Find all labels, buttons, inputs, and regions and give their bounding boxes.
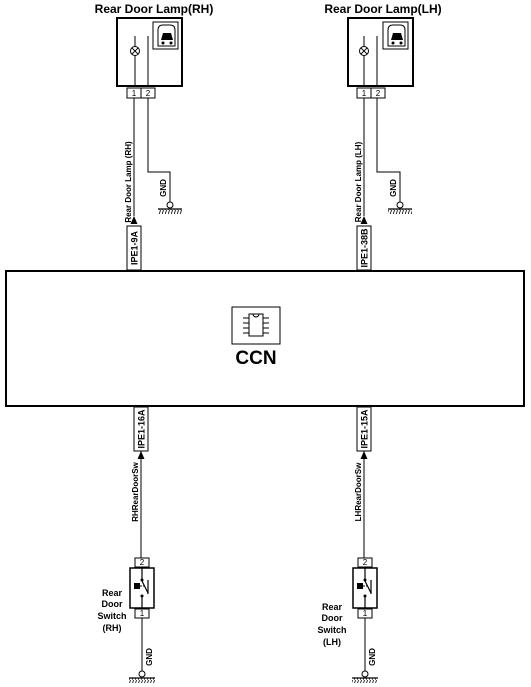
ground-icon	[388, 201, 412, 214]
lamp-rh-pin-block: 1 2	[126, 87, 156, 99]
svg-text:1: 1	[140, 609, 145, 618]
connector-ipe1-9a: IPE1-9A	[126, 225, 142, 271]
switch-lh-ground-label: GND	[368, 648, 377, 666]
arrow-up-icon	[130, 216, 138, 224]
rear-door-switch-rh: IPE1-16A RHRearDoorSw 2 1 Rear Door	[97, 406, 155, 683]
svg-text:2: 2	[363, 558, 368, 567]
svg-text:IPE1-38B: IPE1-38B	[360, 228, 370, 268]
svg-text:2: 2	[140, 558, 145, 567]
svg-text:2: 2	[146, 89, 151, 98]
svg-text:1: 1	[132, 89, 137, 98]
lamp-rh-ground-label: GND	[159, 179, 168, 197]
arrow-up-icon	[360, 216, 368, 224]
switch-icon	[357, 568, 372, 608]
ccn-module: CCN	[5, 270, 525, 407]
ground-icon	[352, 670, 378, 683]
svg-text:2: 2	[376, 89, 381, 98]
svg-text:Rear: Rear	[102, 588, 123, 598]
svg-text:IPE1-9A: IPE1-9A	[130, 230, 140, 265]
lamp-lh-housing	[347, 17, 414, 87]
switch-rh-wire-label: RHRearDoorSw	[131, 461, 140, 521]
rear-door-lamp-rh: Rear Door Lamp(RH) 1 2 Rear Door Lamp (R…	[95, 2, 214, 271]
svg-text:(RH): (RH)	[103, 623, 122, 633]
svg-text:1: 1	[362, 89, 367, 98]
rear-door-lamp-lh: Rear Door Lamp(LH) 1 2 Rear Door Lamp (L…	[324, 2, 442, 271]
switch-lh-label: Rear Door Switch (LH)	[317, 602, 346, 647]
bulb-icon	[130, 46, 140, 56]
car-door-icon	[152, 21, 179, 50]
lamp-lh-ground-label: GND	[389, 179, 398, 197]
svg-text:Door: Door	[102, 599, 123, 609]
lamp-rh-housing	[116, 17, 183, 87]
lamp-lh-ground-wire	[376, 98, 401, 202]
lamp-lh-title: Rear Door Lamp(LH)	[324, 2, 441, 16]
car-door-icon	[382, 21, 409, 50]
bulb-icon	[359, 46, 369, 56]
lamp-rh-ground-wire	[147, 98, 171, 202]
lamp-rh-wire-label: Rear Door Lamp (RH)	[124, 141, 133, 223]
ground-icon	[158, 201, 182, 214]
lamp-lh-wire-label: Rear Door Lamp (LH)	[354, 141, 363, 222]
svg-text:IPE1-15A: IPE1-15A	[360, 409, 370, 449]
svg-text:Door: Door	[322, 613, 343, 623]
switch-lh-wire-label: LHRearDoorSw	[354, 462, 363, 521]
switch-lh-body: 2 1	[352, 557, 378, 619]
connector-ipe1-16a: IPE1-16A	[133, 406, 149, 452]
svg-text:IPE1-16A: IPE1-16A	[137, 409, 147, 449]
ground-icon	[129, 670, 155, 683]
svg-text:Rear: Rear	[322, 602, 343, 612]
connector-ipe1-15a: IPE1-15A	[356, 406, 372, 452]
svg-text:(LH): (LH)	[323, 637, 341, 647]
svg-text:1: 1	[363, 609, 368, 618]
svg-text:Switch: Switch	[317, 625, 346, 635]
switch-rh-body: 2 1	[129, 557, 155, 619]
switch-icon	[134, 568, 149, 608]
switch-rh-label: Rear Door Switch (RH)	[97, 588, 126, 633]
switch-rh-ground-label: GND	[145, 648, 154, 666]
ccn-label: CCN	[235, 348, 276, 369]
chip-icon	[231, 306, 281, 345]
lamp-rh-title: Rear Door Lamp(RH)	[95, 2, 214, 16]
svg-text:Switch: Switch	[97, 611, 126, 621]
connector-ipe1-38b: IPE1-38B	[356, 225, 372, 271]
rear-door-switch-lh: IPE1-15A LHRearDoorSw 2 1 Rear Door	[317, 406, 378, 683]
lamp-lh-pin-block: 1 2	[356, 87, 386, 99]
